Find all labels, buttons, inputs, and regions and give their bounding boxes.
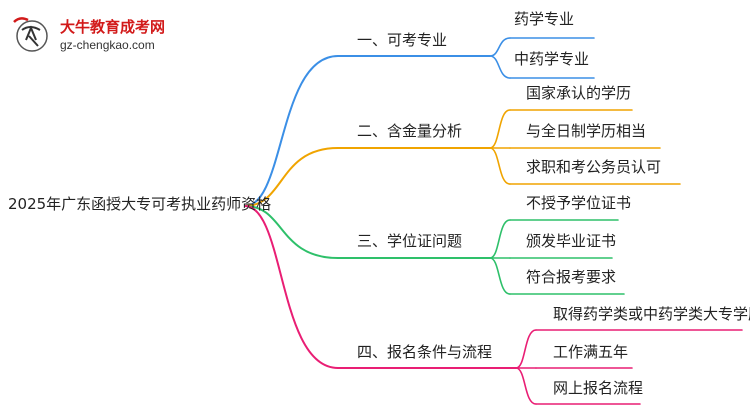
branch-label: 一、可考专业 <box>357 31 448 49</box>
leaf-label: 不授予学位证书 <box>526 194 632 212</box>
leaf-label: 国家承认的学历 <box>526 84 632 102</box>
branch-connector <box>244 147 339 207</box>
leaf-label: 求职和考公务员认可 <box>526 158 662 176</box>
leaf-connector <box>489 37 511 57</box>
leaf-connector <box>515 367 537 405</box>
branch-connector <box>244 205 339 369</box>
logo-url: gz-chengkao.com <box>60 38 155 52</box>
leaf-label: 颁发毕业证书 <box>526 232 617 250</box>
leaf-label: 取得药学类或中药学类大专学历 <box>553 305 750 323</box>
leaf-label: 与全日制学历相当 <box>526 122 647 140</box>
branch-connector <box>244 55 339 207</box>
leaf-label: 网上报名流程 <box>553 379 644 397</box>
leaf-label: 工作满五年 <box>553 343 629 361</box>
leaf-label: 药学专业 <box>514 10 575 28</box>
leaf-connector <box>489 147 511 185</box>
leaf-label: 中药学专业 <box>514 50 590 68</box>
leaf-connector <box>489 55 511 79</box>
branch-label: 二、含金量分析 <box>357 122 463 140</box>
branch-connector <box>244 205 339 259</box>
logo-title: 大牛教育成考网 <box>60 18 166 36</box>
mindmap-root: 2025年广东函授大专可考执业药师资格 <box>8 195 272 213</box>
branch-label: 三、学位证问题 <box>357 232 463 250</box>
leaf-connector <box>515 329 537 369</box>
leaf-connector <box>489 109 511 149</box>
branch-label: 四、报名条件与流程 <box>357 343 493 361</box>
leaf-connector <box>489 219 511 259</box>
logo: 大牛教育成考网 gz-chengkao.com <box>12 14 172 58</box>
leaf-label: 符合报考要求 <box>526 268 617 286</box>
logo-icon <box>13 17 48 52</box>
leaf-connector <box>489 257 511 295</box>
